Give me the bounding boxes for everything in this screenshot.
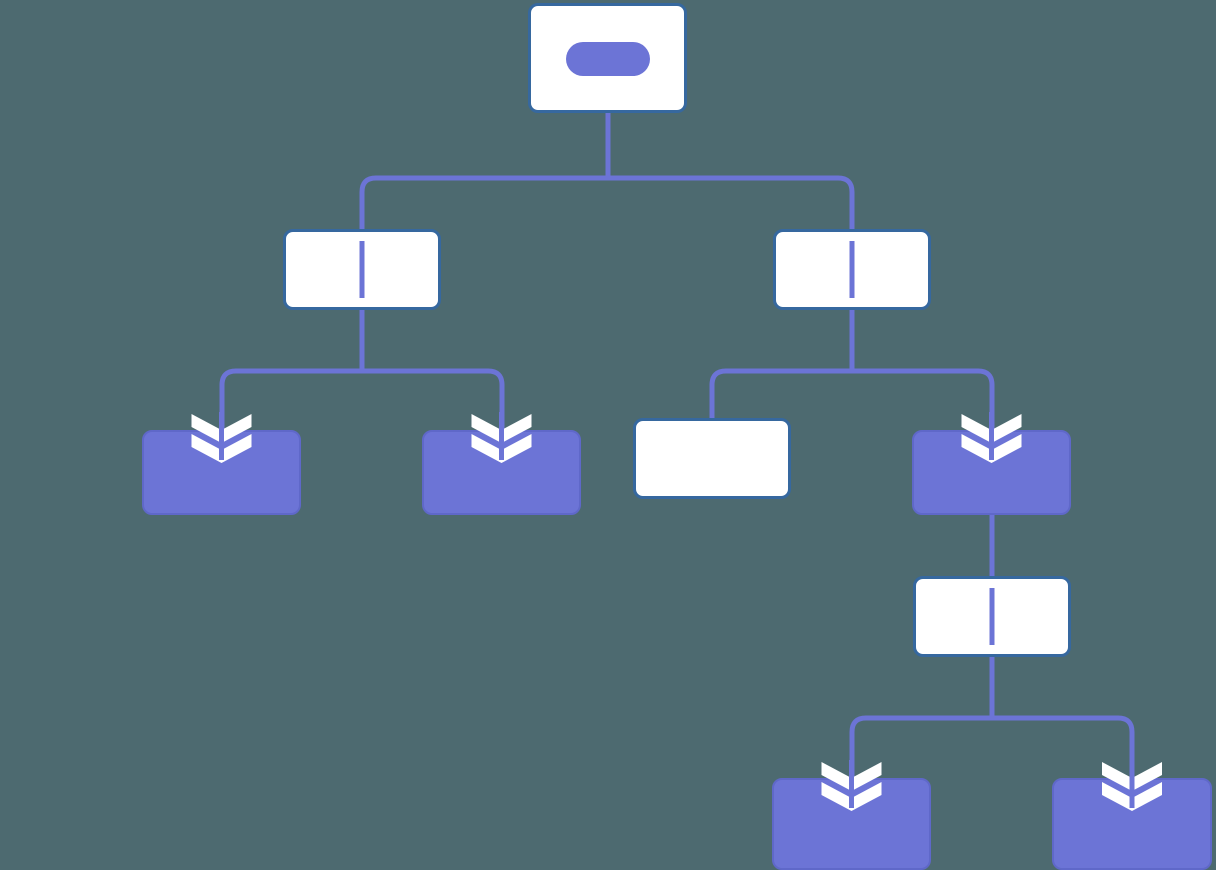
diagram-node-n0[interactable] <box>528 3 687 113</box>
connector-edge <box>849 657 995 778</box>
diagram-node-n1[interactable] <box>283 229 441 310</box>
diagram-node-n5[interactable] <box>633 418 791 499</box>
diagram-node-n2[interactable] <box>773 229 931 310</box>
root-node-pill <box>566 42 650 76</box>
connector-edge <box>219 310 365 430</box>
connector-edge <box>359 310 505 430</box>
diagram-node-n6[interactable] <box>912 430 1071 515</box>
connector-edge <box>989 657 1135 778</box>
diagram-node-n4[interactable] <box>422 430 581 515</box>
connector-edge <box>709 310 855 418</box>
diagram-node-n3[interactable] <box>142 430 301 515</box>
diagram-node-n9[interactable] <box>1052 778 1212 870</box>
connector-edge <box>605 113 855 229</box>
diagram-node-n7[interactable] <box>913 576 1071 657</box>
connector-edge <box>849 310 995 430</box>
diagram-node-n8[interactable] <box>772 778 931 870</box>
